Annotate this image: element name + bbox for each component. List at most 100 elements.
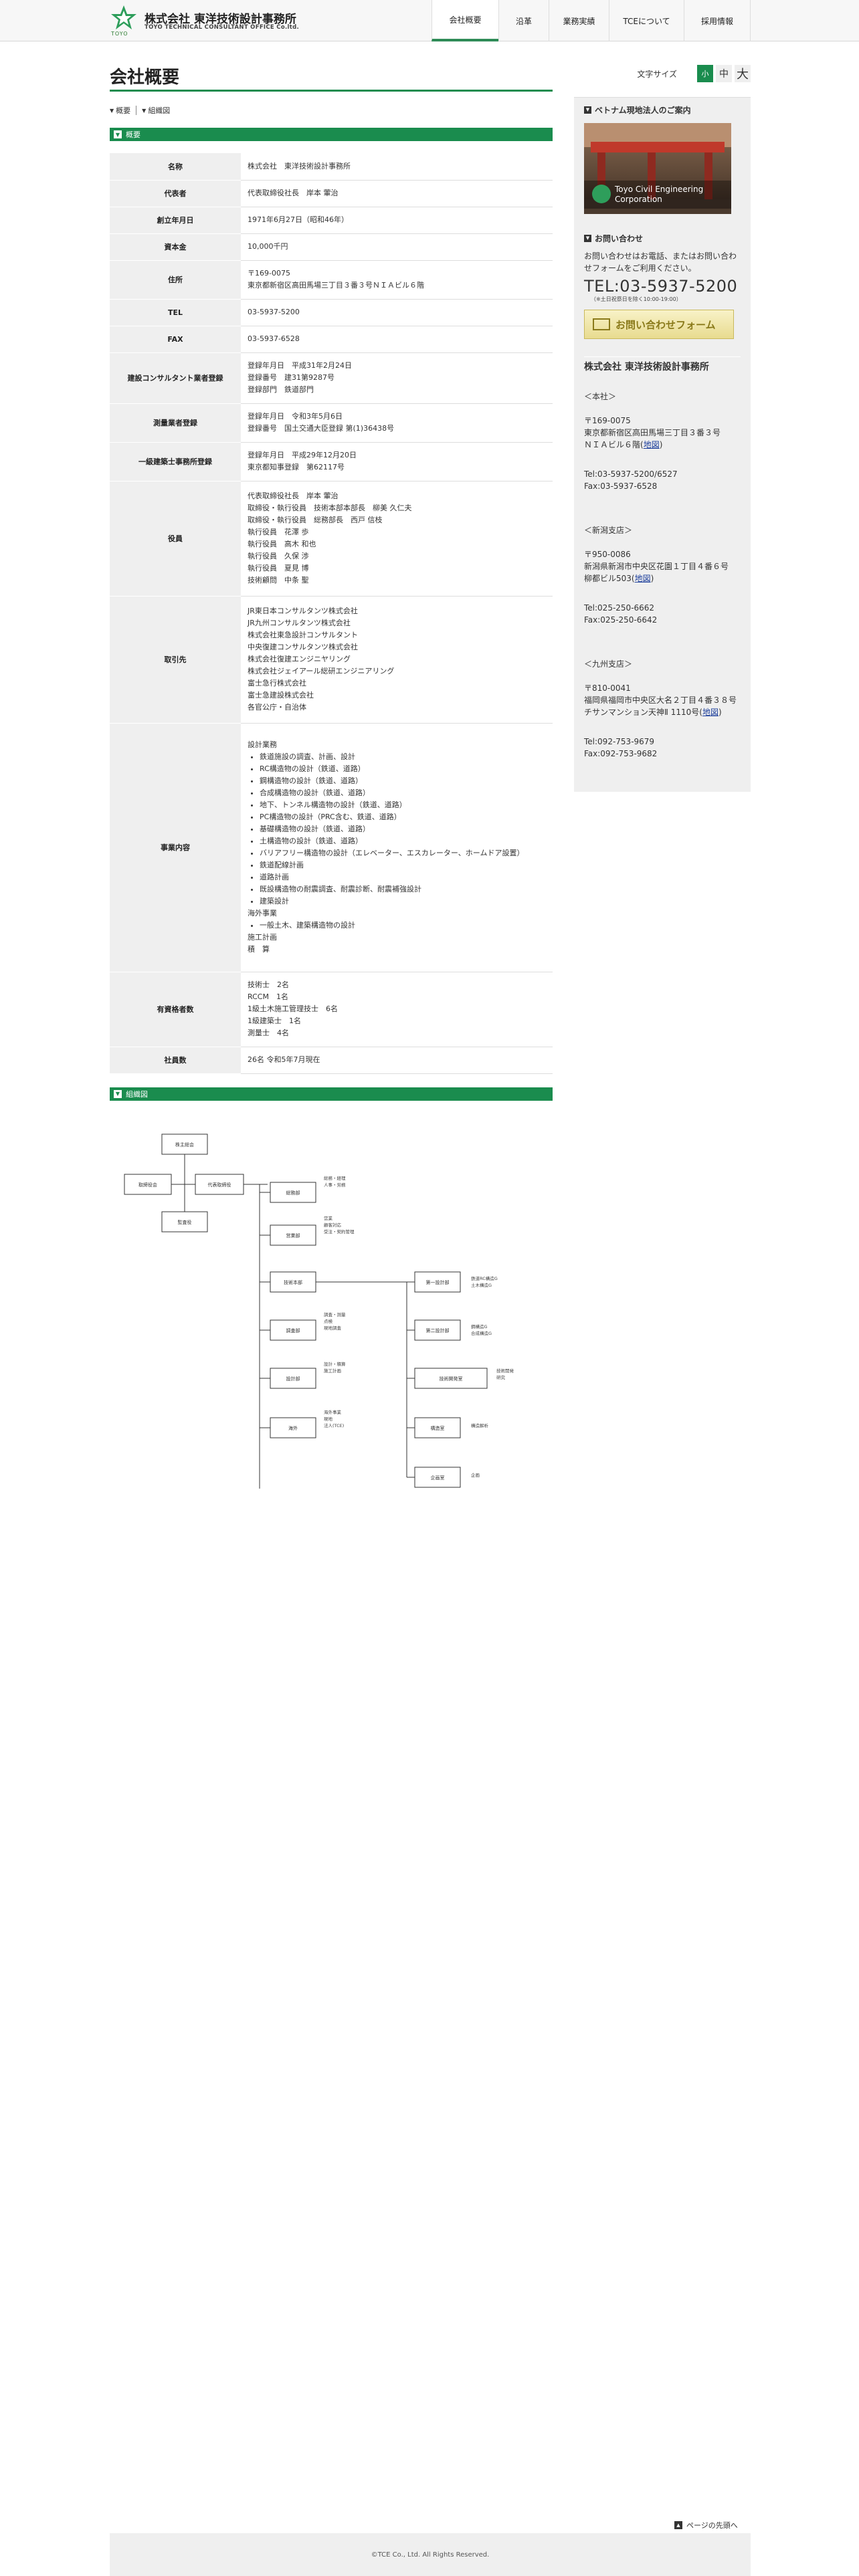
office-name: ＜新潟支店＞ xyxy=(584,526,633,535)
row-label: 事業内容 xyxy=(110,723,241,972)
chevron-down-icon: ▼ xyxy=(114,1089,122,1098)
row-value: 10,000千円 xyxy=(241,233,553,261)
anchor-overview[interactable]: ▼概要 xyxy=(110,105,130,116)
org-label-d2: 営業部 xyxy=(286,1232,300,1239)
nav-history[interactable]: 沿革 xyxy=(498,0,549,41)
nav-works[interactable]: 業務実績 xyxy=(549,0,609,41)
office-phone: Tel:025-250-6662 Fax:025-250-6642 xyxy=(584,603,658,625)
map-link[interactable]: 地図 xyxy=(634,574,651,583)
logo[interactable]: TOYO 株式会社 東洋技術設計事務所 TOYO TECHNICAL CONSU… xyxy=(110,4,310,37)
map-link[interactable]: 地図 xyxy=(643,440,660,449)
table-row: 一級建築士事務所登録登録年月日 平成29年12月20日 東京都知事登録 第621… xyxy=(110,442,553,481)
org-label-top: 株主総会 xyxy=(175,1142,194,1148)
vietnam-heading: ▼ ベトナム現地法人のご案内 xyxy=(584,103,741,116)
page-top-link[interactable]: ▲ ページの先頭へ xyxy=(674,2520,738,2531)
business-intro2: 海外事業 xyxy=(248,909,277,918)
org-note-d6: 海外事業 xyxy=(324,1409,342,1415)
org-label-d5: 設計部 xyxy=(286,1376,300,1382)
row-label: 役員 xyxy=(110,481,241,597)
square-bullet-icon: ▼ xyxy=(584,234,591,242)
nav-company[interactable]: 会社概要 xyxy=(432,0,498,41)
font-size-large-button[interactable]: 大 xyxy=(735,65,751,82)
section-title: 組織図 xyxy=(126,1089,148,1099)
anchor-links: ▼概要 ▼組織図 xyxy=(110,104,553,117)
phone-note: （※土日祝祭日を除く10:00-19:00） xyxy=(591,296,682,302)
page-top-label: ページの先頭へ xyxy=(686,2521,738,2530)
org-box-top xyxy=(161,1134,208,1154)
office-name: ＜九州支店＞ xyxy=(584,659,633,669)
square-bullet-icon: ▼ xyxy=(584,106,591,114)
org-chart: 株主総会取締役会代表取締役監査役総務部営業部技術本部調査部設計部海外総務・経理人… xyxy=(110,1101,553,1489)
row-value: 1971年6月27日（昭和46年） xyxy=(241,207,553,234)
org-note-s2: 合成構造G xyxy=(471,1330,492,1336)
org-box-s1 xyxy=(414,1271,461,1292)
vietnam-banner[interactable]: Toyo Civil Engineering Corporation xyxy=(584,123,731,214)
office-address: 〒950-0086 新潟県新潟市中央区花園１丁目４番６号 柳都ビル503 xyxy=(584,550,729,583)
contact-form-button[interactable]: お問い合わせフォーム xyxy=(584,310,734,339)
org-note-s5: 企画 xyxy=(471,1472,480,1478)
anchor-org-label: 組織図 xyxy=(148,106,171,115)
row-value: 代表取締役社長 岸本 葷治 xyxy=(241,180,553,207)
phone-number[interactable]: TEL:03-5937-5200 xyxy=(584,277,738,296)
vietnam-caption: Toyo Civil Engineering Corporation xyxy=(615,185,704,204)
list-item: 鉄道施設の調査、計画、設計 xyxy=(260,751,546,763)
offices: 株式会社 東洋技術設計事務所 ＜本社＞ 〒169-0075 東京都新宿区高田馬場… xyxy=(584,356,741,777)
row-label: 住所 xyxy=(110,260,241,300)
office-phone: Tel:03-5937-5200/6527 Fax:03-5937-6528 xyxy=(584,469,678,491)
list-item: 道路計画 xyxy=(260,871,546,883)
row-label: 建設コンサルタント業者登録 xyxy=(110,352,241,404)
business-tail: 施工計画 積 算 xyxy=(248,933,277,954)
office-niigata: ＜新潟支店＞ 〒950-0086 新潟県新潟市中央区花園１丁目４番６号 柳都ビル… xyxy=(584,512,741,643)
org-label-president: 代表取締役 xyxy=(208,1182,231,1188)
vietnam-title: ベトナム現地法人のご案内 xyxy=(595,105,691,115)
org-box-d6 xyxy=(270,1417,316,1438)
triangle-down-icon: ▼ xyxy=(142,107,147,114)
business-list2: 一般土木、建築構造物の設計 xyxy=(260,920,546,932)
org-box-s2 xyxy=(414,1319,461,1340)
site-header: TOYO 株式会社 東洋技術設計事務所 TOYO TECHNICAL CONSU… xyxy=(0,0,859,41)
font-size-medium-button[interactable]: 中 xyxy=(716,65,732,82)
org-box-s4 xyxy=(414,1417,461,1438)
main-content: 会社概要 ▼概要 ▼組織図 ▼概要 名称株式会社 東洋技術設計事務所 代表者代表… xyxy=(110,64,553,1489)
org-note-d1: 人事・労務 xyxy=(324,1182,346,1188)
row-value: 設計業務 鉄道施設の調査、計画、設計 RC構造物の設計（鉄道、道路） 鋼構造物の… xyxy=(241,723,553,972)
row-label: TEL xyxy=(110,299,241,326)
font-size-label: 文字サイズ xyxy=(637,69,677,79)
org-label-d1: 総務部 xyxy=(286,1190,300,1196)
table-row: 有資格者数技術士 2名 RCCM 1名 1級土木施工管理技士 6名 1級建築士 … xyxy=(110,972,553,1047)
org-note-d5: 施工計画 xyxy=(324,1368,341,1374)
anchor-org[interactable]: ▼組織図 xyxy=(142,105,170,116)
offices-title: 株式会社 東洋技術設計事務所 xyxy=(584,362,709,372)
logo-en: TOYO TECHNICAL CONSULTANT OFFICE Co.ltd. xyxy=(145,24,299,31)
org-label-board: 取締役会 xyxy=(138,1182,157,1188)
map-link[interactable]: 地図 xyxy=(702,708,719,717)
nav-recruit[interactable]: 採用情報 xyxy=(684,0,751,41)
org-box-d2 xyxy=(270,1224,316,1245)
logo-title: 株式会社 東洋技術設計事務所 xyxy=(145,13,296,26)
logo-sub: TOYO xyxy=(111,31,128,37)
org-box-board xyxy=(124,1174,172,1194)
org-note-s1: 鉄道RC構造G xyxy=(471,1275,498,1281)
star-logo-icon xyxy=(111,5,136,29)
org-label-s5: 企画室 xyxy=(431,1475,445,1481)
row-value: 26名 令和5年7月現在 xyxy=(241,1047,553,1074)
org-box-president xyxy=(195,1174,244,1194)
row-label: 社員数 xyxy=(110,1047,241,1074)
org-label-d4: 調査部 xyxy=(286,1327,300,1333)
arrow-up-icon: ▲ xyxy=(674,2521,682,2529)
row-value: JR東日本コンサルタンツ株式会社 JR九州コンサルタンツ株式会社 株式会社東急設… xyxy=(241,596,553,724)
font-size-small-button[interactable]: 小 xyxy=(697,65,713,82)
row-value: 03-5937-5200 xyxy=(241,299,553,326)
nav-about-tce[interactable]: TCEについて xyxy=(609,0,684,41)
org-box-auditor xyxy=(161,1211,208,1232)
org-box-d1 xyxy=(270,1182,316,1202)
list-item: 鋼構造物の設計（鉄道、道路） xyxy=(260,775,546,787)
table-row: 代表者代表取締役社長 岸本 葷治 xyxy=(110,180,553,207)
list-item: RC構造物の設計（鉄道、道路） xyxy=(260,763,546,775)
org-note-s3: 技術開発 xyxy=(496,1368,514,1374)
org-box-s3 xyxy=(414,1368,488,1388)
